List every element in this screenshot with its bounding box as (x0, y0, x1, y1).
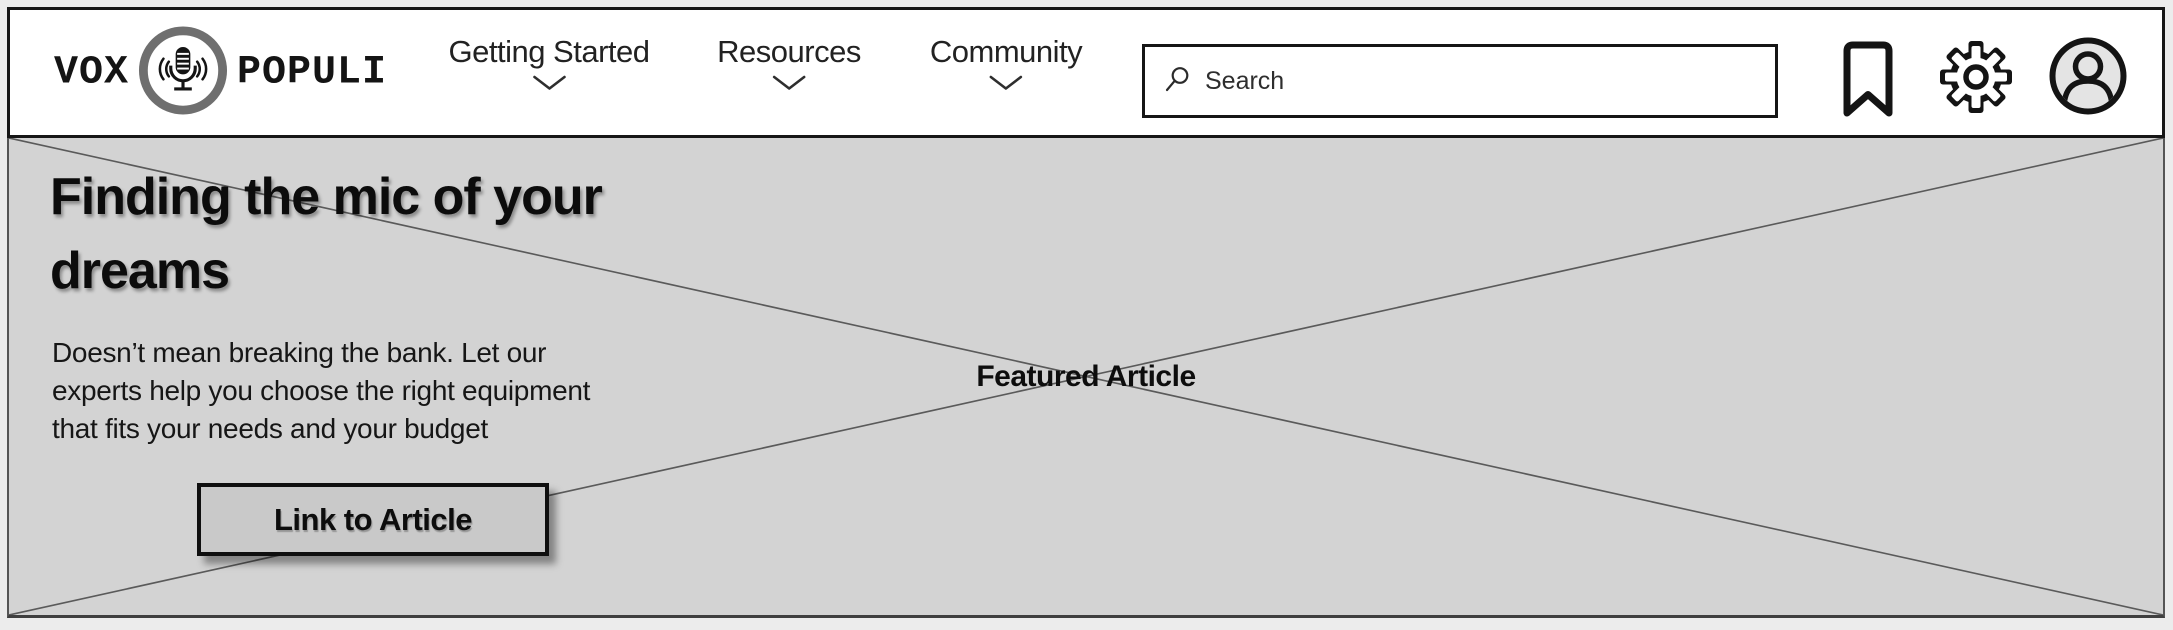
nav-item-getting-started[interactable]: Getting Started (448, 34, 650, 96)
account-button[interactable] (2048, 36, 2128, 116)
settings-button[interactable] (1936, 37, 2016, 117)
placeholder-label: Featured Article (976, 360, 1196, 393)
magnifier-icon (1163, 65, 1191, 98)
chevron-down-icon (772, 75, 806, 96)
user-account-icon (2048, 37, 2128, 119)
hero-featured-article: Featured Article Finding the mic of your… (7, 138, 2165, 618)
search-input[interactable] (1203, 65, 1761, 97)
header: VOX (7, 7, 2165, 138)
hero-body-line2: experts help you choose the right equipm… (52, 375, 591, 406)
chevron-down-icon (532, 75, 566, 96)
chevron-down-icon (989, 75, 1023, 96)
brand-logo[interactable]: VOX (54, 25, 387, 120)
logo-word-vox: VOX (54, 50, 130, 95)
bookmark-icon (1842, 41, 1894, 121)
search-box[interactable] (1142, 44, 1778, 118)
link-to-article-button[interactable]: Link to Article (197, 483, 549, 556)
hero-body-line3: that fits your needs and your budget (52, 413, 488, 444)
nav-item-community[interactable]: Community (930, 34, 1083, 96)
hero-body-line1: Doesn’t mean breaking the bank. Let our (52, 337, 547, 368)
hero-title-line1: Finding the mic of your (50, 168, 603, 226)
logo-word-populi: POPULI (237, 50, 388, 95)
bookmark-button[interactable] (1842, 40, 1894, 118)
hero-title: Finding the mic of your dreams (50, 160, 603, 308)
hero-body-text: Doesn’t mean breaking the bank. Let our … (52, 334, 590, 448)
hero-title-line2: dreams (50, 242, 230, 300)
settings-gear-icon (1936, 41, 2016, 120)
nav-item-resources[interactable]: Resources (717, 34, 861, 96)
microphone-in-circle-icon (138, 25, 228, 120)
